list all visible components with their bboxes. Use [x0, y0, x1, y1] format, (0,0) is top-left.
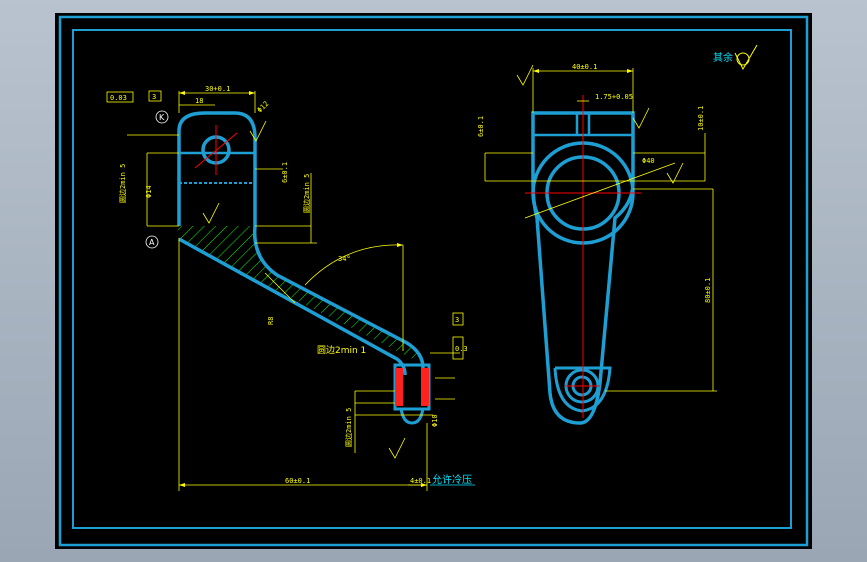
- dim-left-small: 18: [195, 97, 203, 105]
- dim-top-width: 30+0.1: [205, 85, 230, 93]
- cad-drawing: 0.03 3 3 0.3 K A 30+0.1 18 Φ12 圆边2min 5 …: [58, 15, 809, 547]
- dim-r: R8: [267, 317, 275, 325]
- clip-left: [395, 368, 403, 406]
- press-note: 允许冷压: [432, 473, 472, 486]
- dim-right-height: 80±0.1: [704, 278, 712, 303]
- dim-bottom-len: 60±0.1: [285, 477, 310, 485]
- section-hatch: [175, 226, 420, 361]
- drawing-sheet: 0.03 3 3 0.3 K A 30+0.1 18 Φ12 圆边2min 5 …: [55, 13, 812, 549]
- dim-bottom-small: 4±0.1: [410, 477, 431, 485]
- edge-min-mid: 圆边2min 5: [302, 174, 311, 213]
- dim-small-d: Φ10: [431, 414, 439, 427]
- edge-min-bottom: 圆边2min 5: [344, 408, 353, 447]
- title-note: 其余: [713, 51, 733, 64]
- dim-right-h1: 6±0.1: [477, 116, 485, 137]
- outer-frame: [58, 15, 809, 547]
- dim-right-hole: Φ40: [642, 157, 655, 165]
- dim-height-left: Φ14: [145, 185, 153, 198]
- datum-k: K: [159, 113, 165, 122]
- left-view: 0.03 3 3 0.3 K A 30+0.1 18 Φ12 圆边2min 5 …: [106, 85, 475, 491]
- dim-right-h2: 10±0.1: [697, 106, 705, 131]
- clip-right: [421, 368, 429, 406]
- dim-right-slot: 1.75+0.05: [595, 93, 633, 101]
- roughness-icon: [734, 44, 758, 71]
- tol-box-2: 0.3: [455, 345, 468, 353]
- edge-min-left: 圆边2min 5: [118, 164, 127, 203]
- inner-frame: [72, 29, 792, 529]
- datum-a: A: [149, 238, 155, 247]
- tol-box-1: 3: [152, 93, 156, 101]
- right-view: 40±0.1 1.75+0.05 Φ40 6±0.1 10±0.1 80±0.1…: [202, 44, 758, 459]
- tol-box-3: 3: [455, 316, 459, 324]
- dim-hole-dia: Φ12: [256, 100, 271, 115]
- part-outline-lower: [178, 237, 407, 376]
- dim-left-h1: 6±0.1: [281, 162, 289, 183]
- edge-min-short: 圆边2min 1: [317, 345, 366, 356]
- dim-angle: 34°: [338, 255, 351, 263]
- tol-flatness: 0.03: [110, 94, 127, 102]
- dim-right-top: 40±0.1: [572, 63, 597, 71]
